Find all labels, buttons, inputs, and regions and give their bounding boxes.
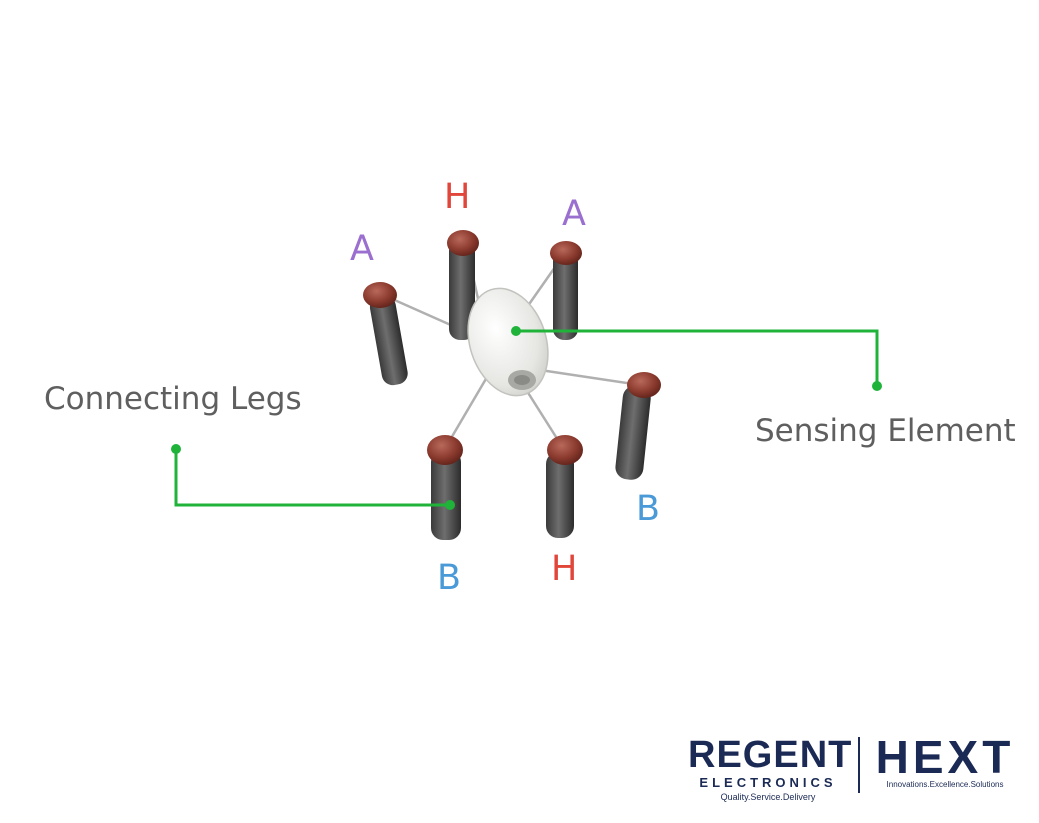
regent-electronics: ELECTRONICS — [699, 775, 837, 790]
callout-sensing-element — [511, 326, 882, 391]
callout-connecting-legs — [171, 444, 455, 510]
leg-a-top-left — [363, 282, 408, 386]
pin-label-b-bottom: B — [437, 558, 462, 598]
hext-wordmark: HEXT — [875, 731, 1015, 783]
leg-h-bottom — [546, 435, 583, 538]
connecting-legs-label: Connecting Legs — [44, 381, 302, 417]
hext-logo: HEXT Innovations.Excellence.Solutions — [870, 731, 1020, 791]
wire-b2 — [539, 368, 641, 387]
regent-wordmark: REGENT — [688, 734, 853, 776]
regent-logo: REGENT ELECTRONICS Quality.Service.Deliv… — [688, 734, 853, 803]
pin-label-b-right: B — [636, 489, 661, 529]
hext-tagline: Innovations.Excellence.Solutions — [886, 780, 1004, 789]
logo-divider — [858, 737, 860, 793]
leg-b-bottom — [427, 435, 463, 540]
pin-label-h-top: H — [444, 177, 471, 217]
pin-label-h-bottom: H — [551, 549, 578, 589]
pin-label-a-top-left: A — [350, 229, 374, 269]
pin-label-a-top-right: A — [562, 194, 586, 234]
leg-a-top-right — [550, 241, 582, 340]
leg-b-right — [615, 372, 661, 480]
wire-b1 — [448, 371, 492, 441]
sensing-element-label: Sensing Element — [755, 413, 1016, 449]
leg-h-top — [447, 230, 479, 340]
regent-tagline: Quality.Service.Delivery — [720, 792, 816, 802]
company-logo: REGENT ELECTRONICS Quality.Service.Deliv… — [688, 731, 1028, 805]
